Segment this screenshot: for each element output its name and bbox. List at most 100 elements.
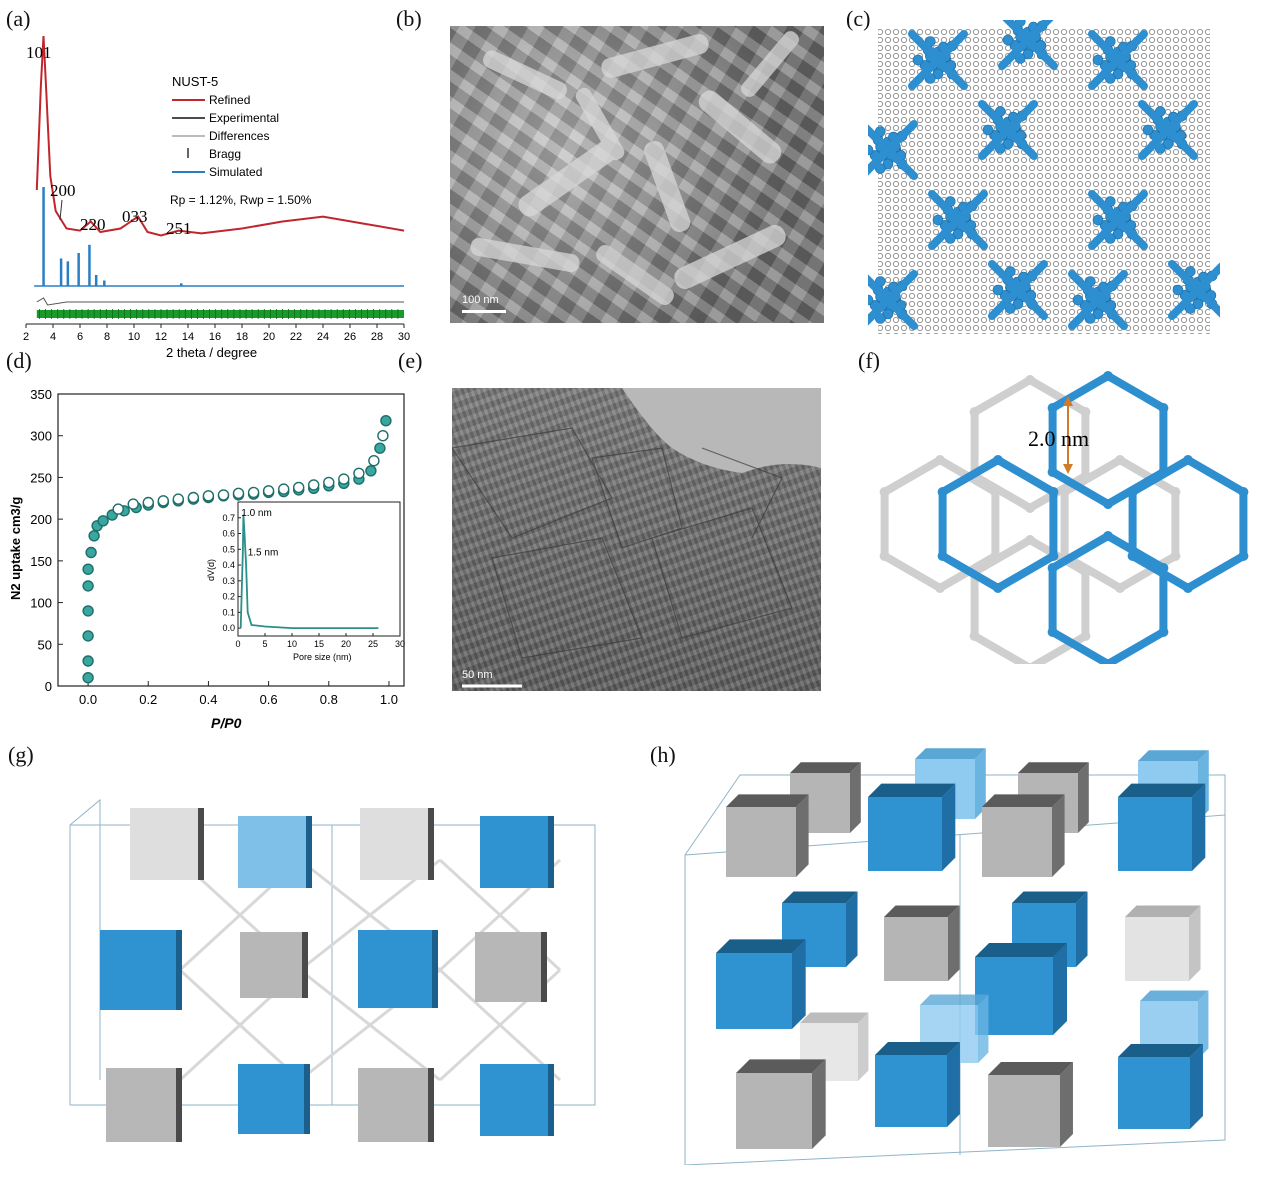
blue-hexagon-node (937, 487, 948, 497)
blue-cube-top (1138, 750, 1209, 761)
desorption-point (377, 430, 389, 442)
grey-hexagon-node (1080, 407, 1091, 417)
blue-cube (868, 797, 942, 871)
blue-cluster-atom (1105, 233, 1116, 244)
grey-hexagon-node (1115, 455, 1125, 465)
pore-dimension-label: 2.0 nm (1028, 426, 1089, 451)
grey-hexagon-node (969, 407, 980, 417)
legend-differences: Differences (209, 129, 269, 143)
adsorption-point (82, 563, 94, 575)
panel-label-c: (c) (846, 6, 871, 31)
sem-micrograph: 100 nm (450, 26, 824, 323)
blue-cube-side (1190, 1044, 1203, 1129)
peak-label-220: 220 (80, 215, 106, 234)
inset-x-tick-label: 10 (287, 639, 297, 649)
blue-cluster-atom (1092, 214, 1104, 226)
tem-features (452, 388, 821, 688)
blue-hexagon-node (1238, 551, 1249, 561)
blue-cluster-atom (1184, 266, 1196, 277)
x-tick-label: 30 (398, 331, 410, 343)
adsorption-point (88, 530, 100, 542)
desorption-point (217, 489, 230, 501)
grey-cube-edge (428, 1068, 434, 1142)
inset-y-axis-label: dV(d) (206, 559, 216, 581)
scale-bar-label: 100 nm (462, 294, 499, 306)
legend-simulated: Simulated (209, 165, 262, 179)
x-axis-label: P/P0 (211, 715, 242, 731)
inset-frame (237, 501, 401, 637)
grey-cube (475, 932, 545, 1002)
grey-cube-side (858, 1012, 869, 1081)
desorption-point (293, 481, 305, 494)
inset-y-tick-label: 0.7 (222, 513, 235, 523)
legend-experimental: Experimental (209, 111, 279, 125)
y-tick-label: 0 (45, 679, 52, 694)
grey-cube-edge (198, 808, 204, 880)
blue-cube (358, 930, 436, 1008)
grey-cube-edge (302, 932, 308, 998)
blue-cube-side (792, 939, 806, 1029)
x-tick-label: 28 (371, 331, 383, 343)
hexagonal-pore-diagram: 2.0 nm (879, 371, 1249, 664)
blue-cluster-atom (1154, 106, 1166, 117)
blue-cluster-atom (1015, 53, 1026, 64)
grey-hexagon-node (879, 551, 890, 561)
grey-cube (884, 917, 948, 981)
peak-label-200: 200 (50, 181, 76, 200)
bragg-ticks-band (36, 310, 405, 318)
adsorption-point (85, 546, 97, 559)
blue-cube-edge (432, 930, 438, 1008)
blue-cluster-atom (995, 106, 1006, 117)
inset-y-tick-label: 0.4 (222, 560, 235, 570)
inset-y-tick-label: 0.1 (222, 607, 235, 617)
blue-hexagon-node (1183, 583, 1193, 593)
x-tick-label: 26 (344, 331, 356, 343)
blue-cube-side (1053, 942, 1068, 1035)
x-tick-label: 2 (23, 331, 29, 343)
grey-cube (360, 808, 432, 880)
blue-cluster-atom (1184, 303, 1196, 314)
scale-bar-label: 50 nm (462, 669, 493, 681)
blue-cube-side (846, 891, 858, 967)
blue-cube-top (1012, 891, 1088, 903)
panel-label-e: (e) (398, 348, 423, 373)
blue-cube-top (1118, 1044, 1203, 1057)
inset-x-tick-label: 0 (235, 639, 240, 649)
x-tick-label: 20 (263, 331, 275, 343)
grey-cube (988, 1075, 1060, 1147)
desorption-point (187, 491, 200, 504)
blue-linker (868, 120, 918, 176)
blue-cube-side (978, 994, 989, 1063)
desorption-point (247, 486, 260, 499)
legend-refined: Refined (209, 93, 250, 107)
blue-cube-top (975, 942, 1068, 957)
x-tick-label: 1.0 (380, 692, 398, 707)
x-tick-label: 0.0 (79, 692, 97, 707)
grey-cube-side (1060, 1062, 1073, 1147)
blue-cluster-atom (1142, 124, 1154, 136)
grey-cube-side (850, 762, 861, 833)
grey-cube-top (1018, 762, 1089, 773)
blue-linker (1138, 100, 1198, 160)
blue-linker (1088, 190, 1148, 250)
blue-cube-top (782, 891, 858, 903)
y-tick-label: 350 (30, 387, 52, 402)
grey-cube-side (948, 905, 960, 981)
desorption-point (202, 490, 215, 502)
blue-cube-top (868, 783, 956, 797)
blue-cluster-atom (875, 313, 886, 324)
grey-hexagon-node (1025, 535, 1035, 545)
blue-hexagon-node (1047, 467, 1058, 477)
refinement-stats: Rp = 1.12%, Rwp = 1.50% (170, 193, 312, 207)
blue-hexagon (1048, 532, 1168, 664)
blue-cluster-atom (875, 276, 886, 287)
grey-cube (1125, 917, 1189, 981)
blue-cube-side (1198, 990, 1209, 1059)
blue-cube (480, 1064, 552, 1136)
legend-title: NUST-5 (172, 74, 218, 89)
blue-cube-top (920, 994, 989, 1005)
blue-cube (1118, 1057, 1190, 1129)
grey-cube-side (812, 1059, 826, 1149)
grey-cube-edge (428, 808, 434, 880)
